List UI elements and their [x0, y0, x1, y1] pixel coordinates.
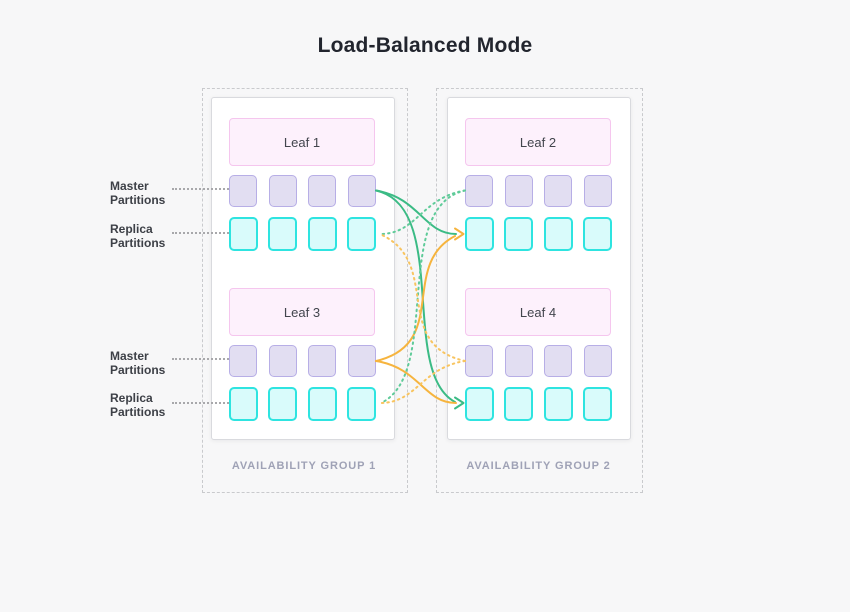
replica-partition — [543, 217, 573, 251]
leader-line — [172, 232, 229, 234]
replica-partition — [346, 217, 376, 251]
replica-partition — [582, 387, 612, 421]
master-partition — [504, 345, 533, 377]
replica-partition — [307, 217, 337, 251]
leaf-1-header: Leaf 1 — [229, 118, 375, 166]
leaf-4-replica-partitions-row — [465, 387, 612, 421]
master-partition — [544, 345, 573, 377]
replica-partition — [504, 217, 534, 251]
master-partition — [308, 175, 337, 207]
replica-partition — [465, 217, 494, 251]
leaf-3-master-partitions-row — [229, 345, 376, 377]
leaf-2-master-partitions-row — [465, 175, 612, 207]
master-partition — [583, 345, 612, 377]
leaf-1-replica-partitions-row — [229, 217, 376, 251]
replica-partition — [543, 387, 573, 421]
leaf-4-header: Leaf 4 — [465, 288, 611, 336]
leaf-3-label: Leaf 3 — [283, 304, 321, 320]
master-partition — [229, 345, 257, 377]
master-partition — [544, 175, 573, 207]
master-partition — [583, 175, 612, 207]
replica-partition — [229, 217, 258, 251]
replica-partition — [268, 217, 298, 251]
master-partition — [347, 175, 376, 207]
leaf-3-master-partitions-label: Master Partitions — [110, 349, 166, 377]
leaf-2-label: Leaf 2 — [519, 134, 557, 150]
replica-partition — [582, 217, 612, 251]
leaf-2-header: Leaf 2 — [465, 118, 611, 166]
replica-partition — [346, 387, 376, 421]
leaf-2-replica-partitions-row — [465, 217, 612, 251]
availability-group-1-label: AVAILABILITY GROUP 1 — [231, 460, 377, 472]
master-partition — [465, 175, 493, 207]
master-partition — [347, 345, 376, 377]
leaf-3-header: Leaf 3 — [229, 288, 375, 336]
leaf-1-replica-partitions-label: Replica Partitions — [110, 222, 166, 250]
leaf-4-label: Leaf 4 — [519, 304, 557, 320]
master-partition — [268, 345, 297, 377]
leader-line — [172, 402, 229, 404]
master-partition — [268, 175, 297, 207]
replica-partition — [229, 387, 258, 421]
master-partition — [308, 345, 337, 377]
leader-line — [172, 188, 229, 190]
leaf-1-label: Leaf 1 — [283, 134, 321, 150]
replica-partition — [504, 387, 534, 421]
replica-partition — [465, 387, 494, 421]
availability-group-2-label: AVAILABILITY GROUP 2 — [466, 460, 611, 472]
master-partition — [229, 175, 257, 207]
replica-partition — [268, 387, 298, 421]
replica-partition — [307, 387, 337, 421]
leaf-3-replica-partitions-row — [229, 387, 376, 421]
leaf-1-master-partitions-label: Master Partitions — [110, 179, 166, 207]
leaf-3-replica-partitions-label: Replica Partitions — [110, 391, 166, 419]
leaf-1-master-partitions-row — [229, 175, 376, 207]
master-partition — [465, 345, 493, 377]
leaf-4-master-partitions-row — [465, 345, 612, 377]
diagram-title: Load-Balanced Mode — [317, 34, 533, 57]
leader-line — [172, 358, 229, 360]
master-partition — [504, 175, 533, 207]
